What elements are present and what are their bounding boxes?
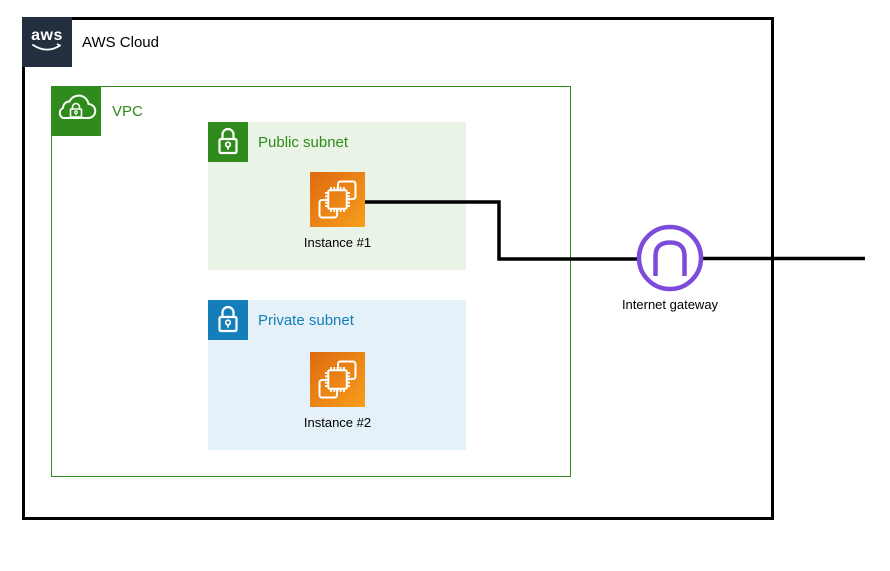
instance-2-node: Instance #2 [280,352,395,430]
public-subnet-label: Public subnet [258,133,349,151]
aws-logo-text: aws [31,27,63,44]
private-subnet-label: Private subnet [258,311,354,329]
internet-gateway-node: Internet gateway [600,220,740,312]
aws-cloud-label: AWS Cloud [82,33,159,51]
vpc-label: VPC [112,102,143,120]
private-subnet-group: Private subnet [208,300,466,450]
aws-cloud-group [22,17,774,520]
ec2-instance-icon [310,352,365,407]
vpc-group [51,86,571,477]
aws-smile-icon [32,43,61,51]
instance-1-node: Instance #1 [280,172,395,250]
aws-logo-icon: aws [22,17,72,67]
public-subnet-lock-icon [208,122,248,162]
instance-1-label: Instance #1 [303,235,372,250]
ec2-instance-icon [310,172,365,227]
internet-gateway-label: Internet gateway [621,297,719,312]
internet-gateway-icon [636,224,704,292]
instance-2-label: Instance #2 [303,415,372,430]
vpc-icon [51,86,101,136]
private-subnet-lock-icon [208,300,248,340]
